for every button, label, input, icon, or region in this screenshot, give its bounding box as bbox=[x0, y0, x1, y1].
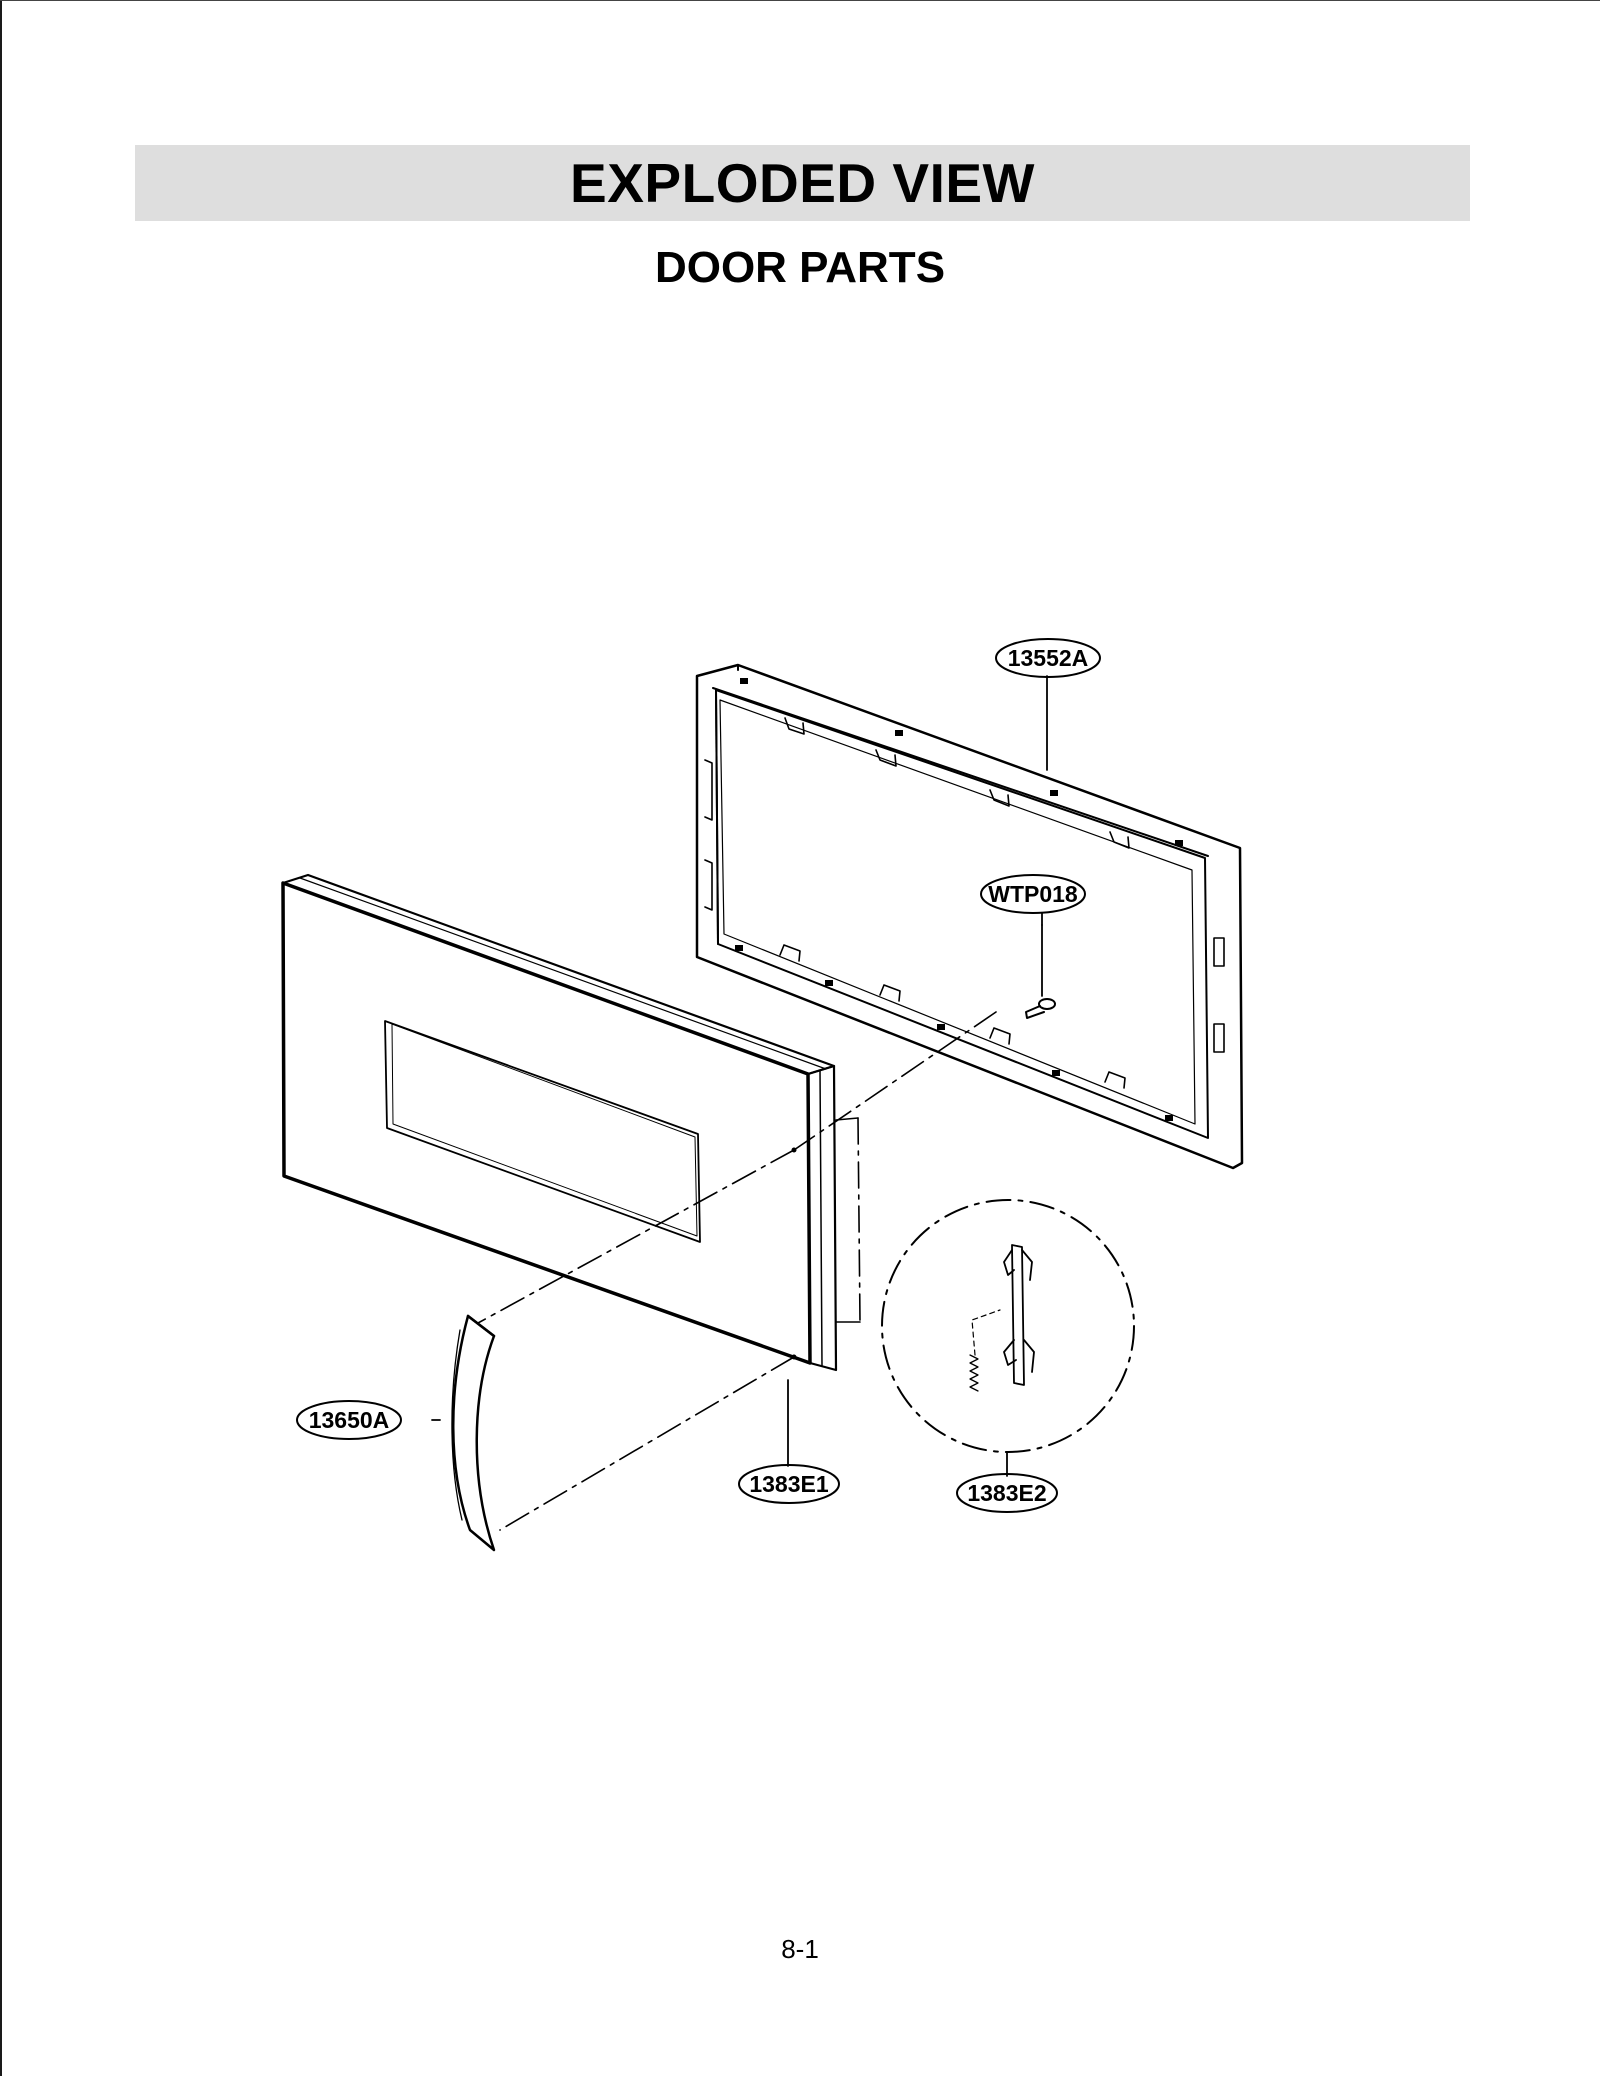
callout-13650A: 13650A bbox=[296, 1400, 402, 1440]
page-number: 8-1 bbox=[781, 1934, 819, 1964]
callout-1383E2: 1383E2 bbox=[956, 1473, 1058, 1513]
handle-part bbox=[451, 1314, 496, 1552]
callout-1383E1: 1383E1 bbox=[738, 1464, 840, 1504]
callout-label-1383E2: 1383E2 bbox=[967, 1480, 1046, 1506]
screw-part bbox=[1025, 924, 1056, 1019]
callout-WTP018: WTP018 bbox=[980, 874, 1086, 914]
callout-label-13552A: 13552A bbox=[1008, 645, 1089, 671]
page-title: EXPLODED VIEW bbox=[570, 152, 1035, 214]
choke-frame-part bbox=[695, 663, 1244, 1170]
callout-leaders bbox=[431, 675, 1048, 1477]
section-subtitle: DOOR PARTS bbox=[654, 243, 946, 292]
latch-detail-part bbox=[881, 1199, 1135, 1453]
assembly-guide-lines bbox=[477, 1011, 997, 1531]
callout-13552A: 13552A bbox=[995, 638, 1101, 678]
callout-label-WTP018: WTP018 bbox=[988, 881, 1078, 907]
page-left-border bbox=[0, 0, 2, 2076]
door-part bbox=[281, 873, 838, 1372]
callout-label-13650A: 13650A bbox=[309, 1407, 390, 1433]
title-banner: EXPLODED VIEW bbox=[135, 145, 1470, 221]
callout-label-1383E1: 1383E1 bbox=[749, 1471, 829, 1497]
page-top-border bbox=[0, 0, 1600, 1]
